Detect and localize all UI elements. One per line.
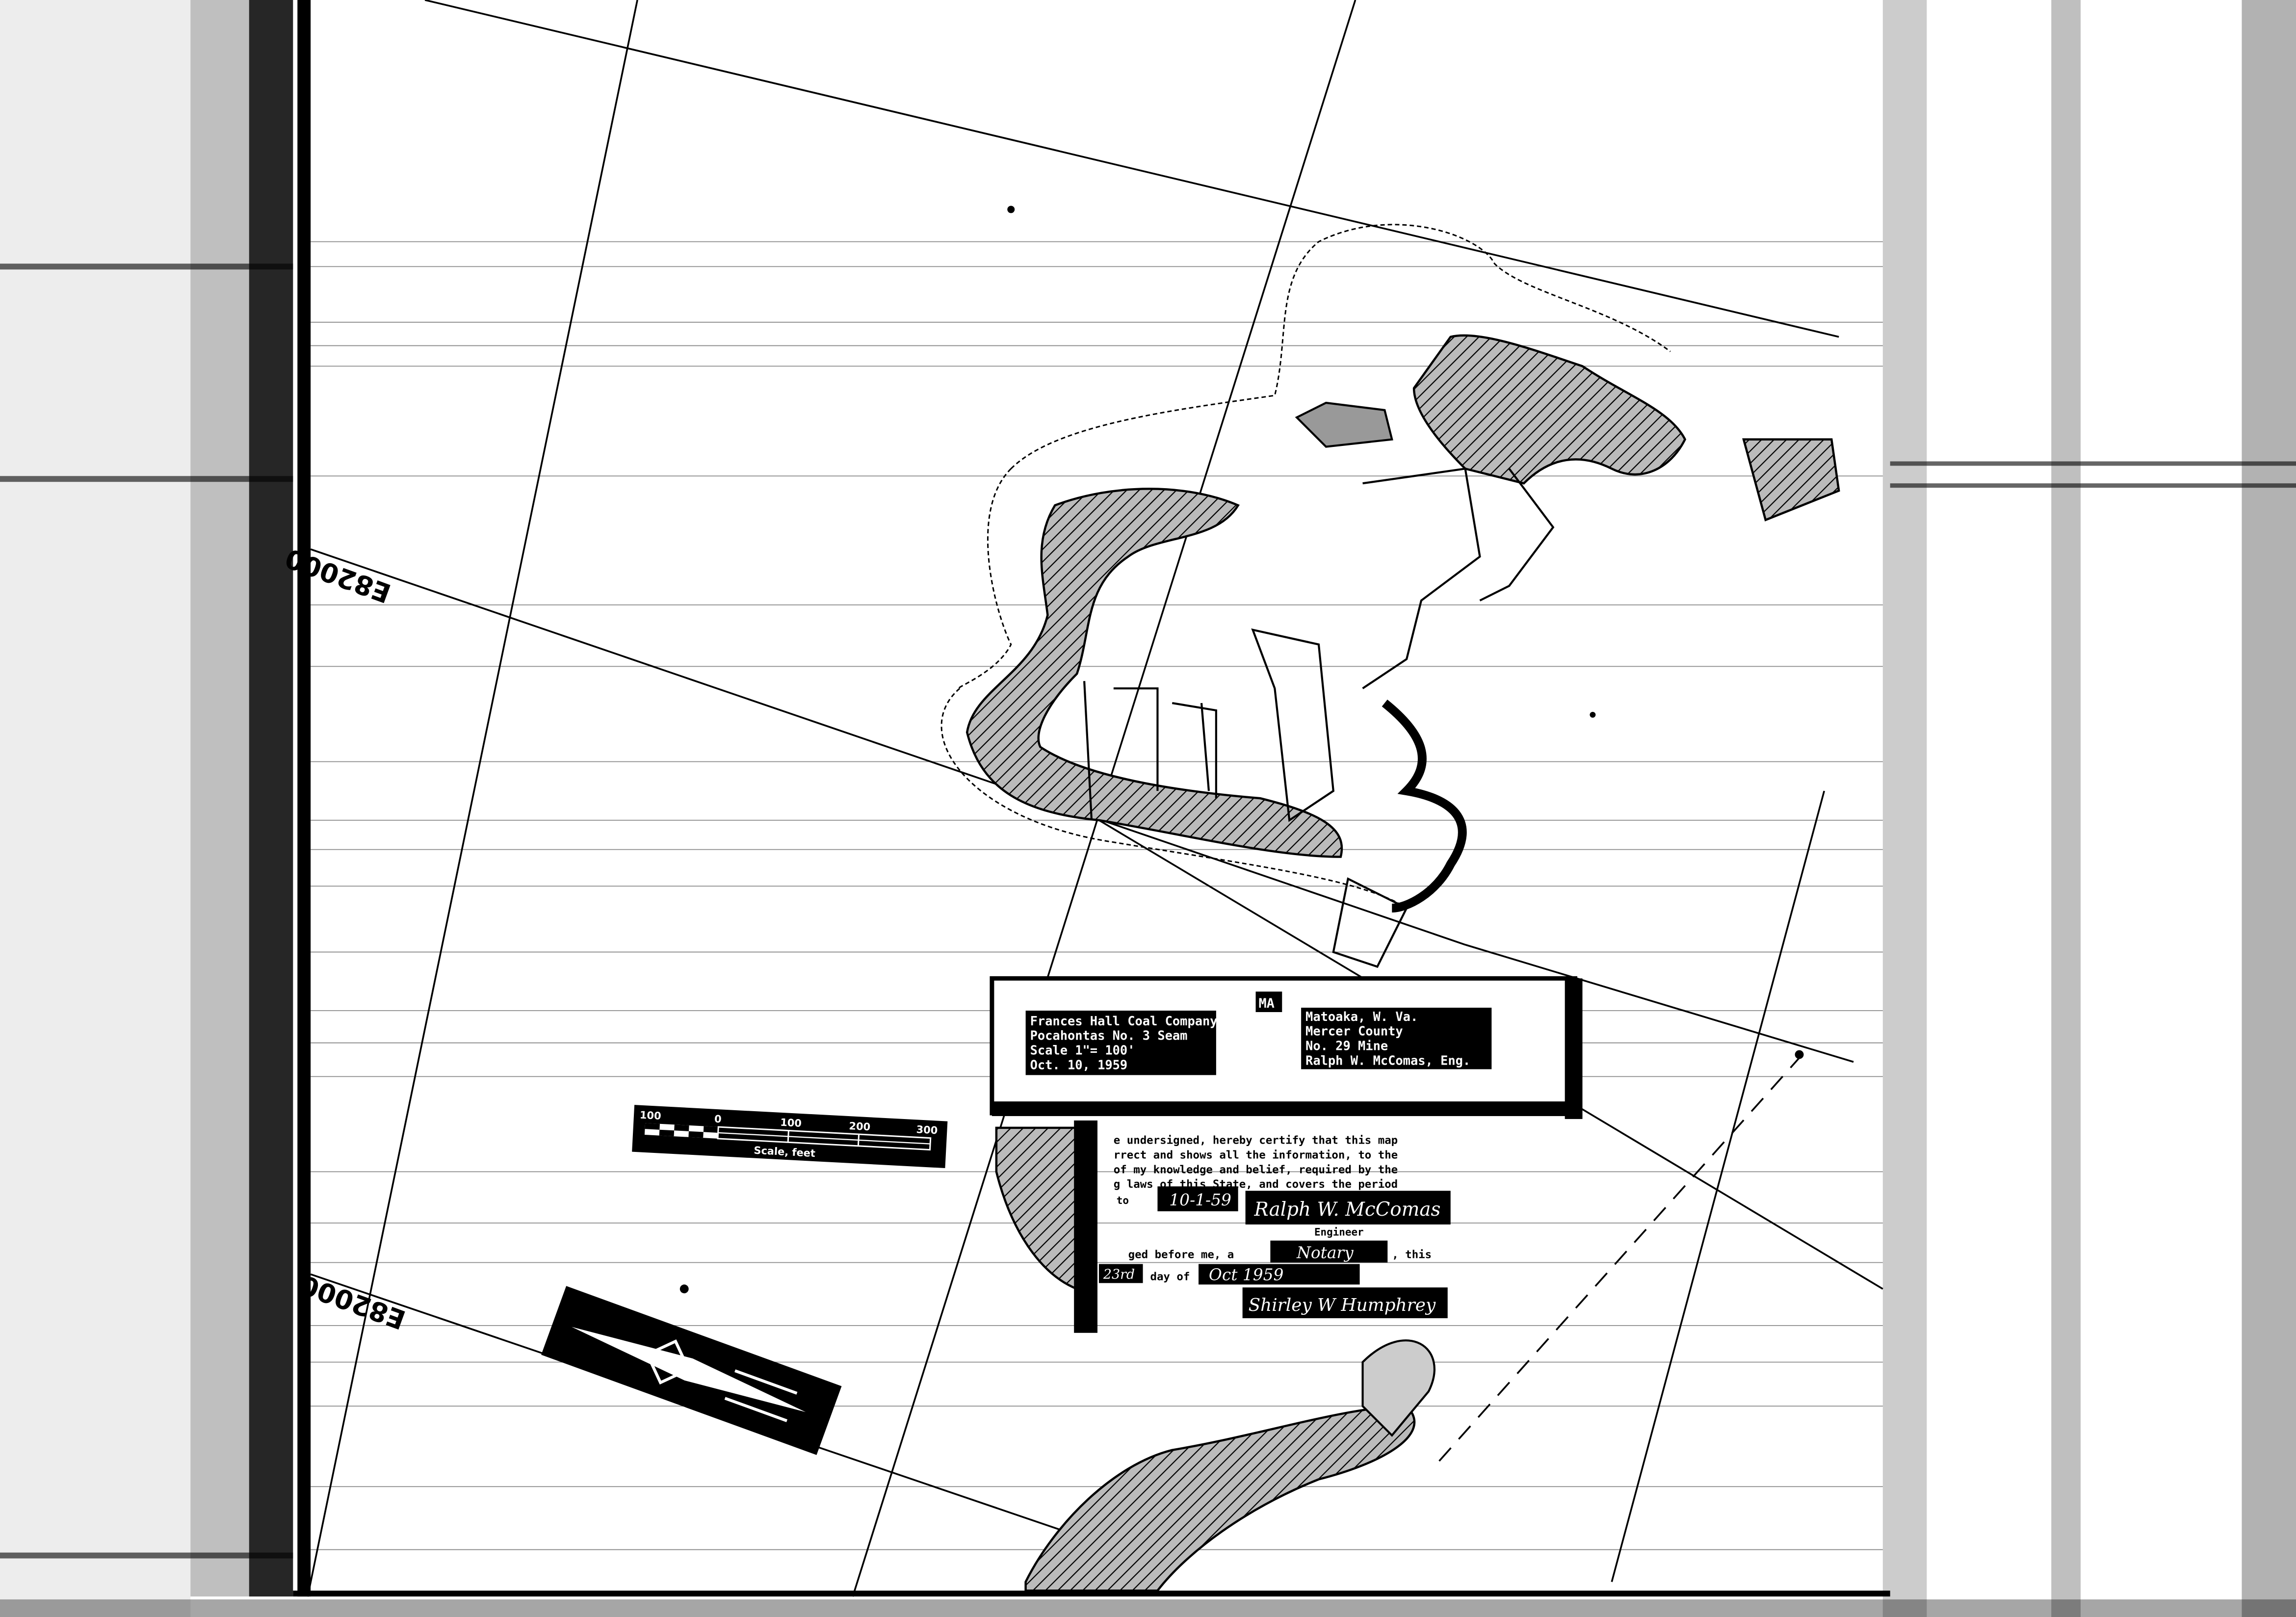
scale-tick-0: 0	[714, 1113, 722, 1125]
seam-name: Pocahontas No. 3 Seam	[1030, 1028, 1188, 1043]
title-block: MA Frances Hall Coal Company Pocahontas …	[990, 976, 1583, 1119]
engineer-label: Engineer	[1314, 1226, 1364, 1238]
location: Matoaka, W. Va.	[1305, 1009, 1418, 1024]
acknowledgement-prefix: ged before me, a	[1128, 1249, 1234, 1261]
engineer-signature: Ralph W. McComas	[1254, 1199, 1441, 1221]
mined-areas	[965, 334, 1840, 1592]
contour-lines	[940, 224, 1671, 909]
north-arrow-icon	[541, 1286, 842, 1455]
map-border-bottom	[293, 1591, 1890, 1597]
certificate: e undersigned, hereby certify that this …	[1074, 1120, 1451, 1333]
map-date: Oct. 10, 1959	[1030, 1057, 1128, 1072]
scale-tick-200: 200	[849, 1120, 871, 1133]
map-scale: Scale 1"= 100'	[1030, 1043, 1135, 1058]
acknowledgement-suffix: , this	[1392, 1249, 1432, 1261]
engineer-name: Ralph W. McComas, Eng.	[1305, 1053, 1470, 1068]
certificate-line-4: g laws of this State, and covers the per…	[1114, 1178, 1398, 1191]
spot-elevations	[679, 206, 1804, 1294]
day-of-label: day of	[1150, 1270, 1190, 1283]
scale-bar: 100 0 100 200 300 Scale, feet	[632, 1105, 948, 1169]
title-right-block	[1301, 1008, 1492, 1069]
outcrop-dark-edge	[1382, 700, 1467, 913]
certificate-line-3: of my knowledge and belief, required by …	[1114, 1163, 1398, 1176]
day-value: 23rd	[1103, 1267, 1135, 1282]
county: Mercer County	[1305, 1024, 1403, 1039]
title-left-block	[1025, 1011, 1216, 1075]
scale-tick-100: 100	[780, 1117, 802, 1129]
map-border-left	[297, 0, 311, 1597]
title-top-tag: MA	[1258, 996, 1274, 1011]
scale-tick-left-100: 100	[639, 1109, 661, 1122]
mine-entries	[1083, 401, 1555, 1437]
to-label: to	[1117, 1195, 1129, 1206]
certificate-line-1: e undersigned, hereby certify that this …	[1114, 1134, 1398, 1147]
scale-tick-300: 300	[916, 1123, 938, 1136]
company-name: Frances Hall Coal Company	[1030, 1014, 1218, 1028]
mine-number: No. 29 Mine	[1305, 1039, 1388, 1053]
period-date: 10-1-59	[1169, 1191, 1231, 1209]
notary-signature: Shirley W Humphrey	[1249, 1295, 1436, 1315]
certificate-line-2: rrect and shows all the information, to …	[1114, 1149, 1398, 1162]
month-year: Oct 1959	[1209, 1265, 1284, 1284]
notary-title: Notary	[1296, 1244, 1354, 1262]
